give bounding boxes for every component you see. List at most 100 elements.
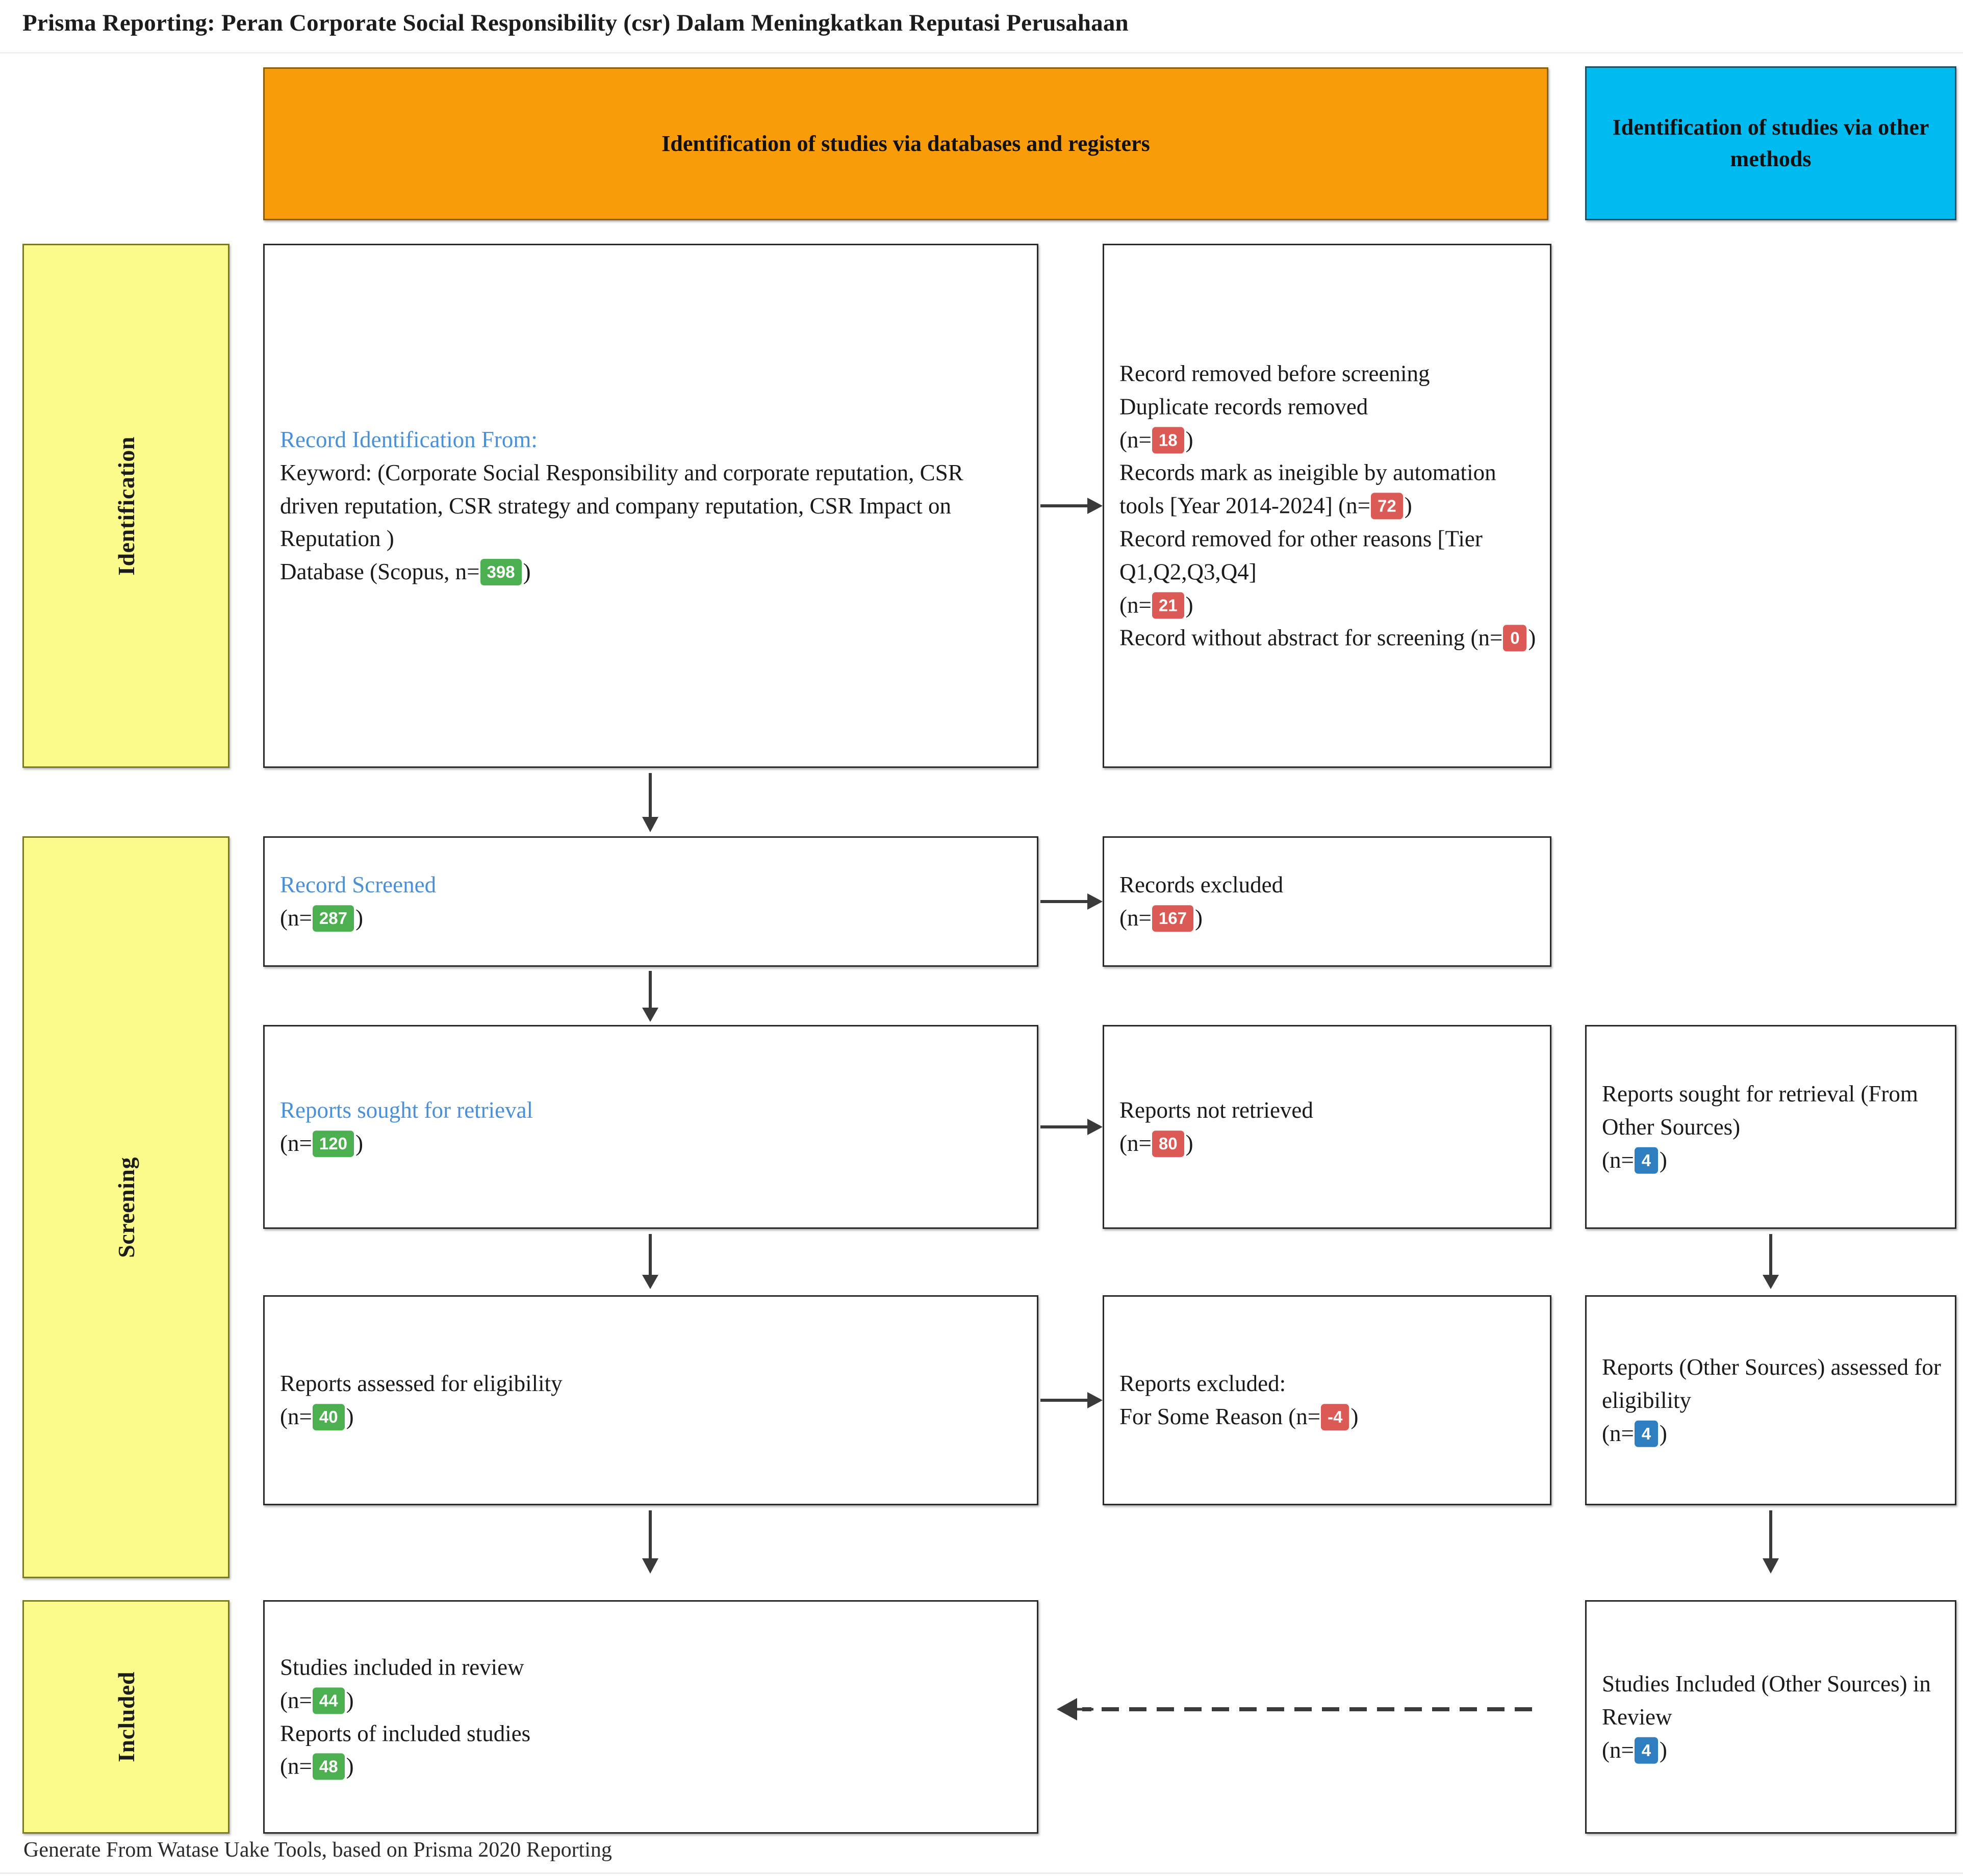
arrow-sought-to-eligibility [640,1234,660,1289]
box-reports-excluded: Reports excluded: For Some Reason (n=-4) [1103,1295,1551,1505]
removed-other-reasons-close: ) [1185,592,1193,618]
box-reports-eligibility-content: Reports assessed for eligibility (n=40) [280,1367,1024,1433]
badge-reports-excluded-count: -4 [1321,1404,1349,1430]
badge-other-included-count: 4 [1634,1737,1658,1764]
reports-eligibility-n-prefix: (n= [280,1404,312,1429]
title-divider [0,52,1963,54]
other-included-label: Studies Included (Other Sources) in Revi… [1602,1671,1931,1730]
banner-other-methods: Identification of studies via other meth… [1585,66,1956,220]
record-screened-n-prefix: (n= [280,905,312,931]
badge-reports-not-retrieved-count: 80 [1152,1130,1184,1157]
reports-excluded-label: Reports excluded: [1119,1371,1286,1397]
other-sought-label: Reports sought for retrieval (From Other… [1602,1081,1918,1140]
stage-identification-text: Identification [113,436,139,576]
box-reports-not-retrieved: Reports not retrieved (n=80) [1103,1025,1551,1229]
badge-studies-included-count: 44 [312,1687,345,1714]
box-other-sources-assessed-for-eligibility: Reports (Other Sources) assessed for eli… [1585,1295,1956,1505]
box-record-screened-content: Record Screened (n=287) [280,868,1024,935]
record-screened-close: ) [355,905,363,931]
record-identification-keywords: Keyword: (Corporate Social Responsibilit… [280,459,963,552]
footer-divider [0,1872,1963,1874]
box-record-screened: Record Screened (n=287) [263,836,1038,967]
record-screened-heading: Record Screened [280,872,437,898]
records-excluded-label: Records excluded [1119,872,1284,898]
records-excluded-n-prefix: (n= [1119,905,1152,931]
box-records-excluded: Records excluded (n=167) [1103,836,1551,967]
banner-other-label: Identification of studies via other meth… [1612,114,1929,171]
stage-label-identification: Identification [22,244,230,768]
arrow-eligibility-to-reports-excluded [1040,1390,1103,1410]
arrow-eligibility-to-included [640,1510,660,1574]
reports-excluded-reason-prefix: For Some Reason (n= [1119,1404,1321,1429]
badge-no-abstract-count: 0 [1503,625,1527,652]
badge-ineligible-count: 72 [1371,493,1403,520]
reports-of-included-label: Reports of included studies [280,1720,531,1746]
removed-ineligible-label: Records mark as ineigible by automation … [1119,459,1496,519]
arrow-sought-to-not-retrieved [1040,1117,1103,1137]
removed-duplicate-n-prefix: (n= [1119,427,1152,453]
removed-no-abstract-close: ) [1528,625,1536,651]
box-studies-included-in-review: Studies included in review (n=44) Report… [263,1600,1038,1834]
badge-other-eligibility-count: 4 [1634,1420,1658,1447]
box-record-identification-content: Record Identification From: Keyword: (Co… [280,423,1024,588]
reports-sought-heading: Reports sought for retrieval [280,1097,533,1123]
reports-sought-n-prefix: (n= [280,1130,312,1156]
other-eligibility-label: Reports (Other Sources) assessed for eli… [1602,1354,1941,1413]
badge-reports-sought-count: 120 [312,1130,354,1157]
arrow-other-sought-to-other-eligibility [1761,1234,1781,1289]
reports-excluded-close: ) [1350,1404,1359,1429]
removed-ineligible-close: ) [1404,493,1412,519]
box-reports-not-retrieved-content: Reports not retrieved (n=80) [1119,1094,1537,1160]
badge-reports-eligibility-count: 40 [312,1404,345,1430]
box-other-eligibility-content: Reports (Other Sources) assessed for eli… [1602,1351,1942,1450]
other-included-close: ) [1659,1737,1667,1763]
reports-not-retrieved-close: ) [1185,1130,1193,1156]
box-other-sources-reports-sought: Reports sought for retrieval (From Other… [1585,1025,1956,1229]
badge-records-excluded-count: 167 [1152,905,1193,932]
arrow-screened-to-excluded [1040,891,1103,912]
stage-label-included: Included [22,1600,230,1834]
box-reports-assessed-for-eligibility: Reports assessed for eligibility (n=40) [263,1295,1038,1505]
reports-eligibility-label: Reports assessed for eligibility [280,1371,563,1397]
box-records-removed-content: Record removed before screening Duplicat… [1119,357,1537,654]
other-eligibility-close: ) [1659,1420,1667,1446]
arrow-identification-to-removed [1040,496,1103,516]
box-reports-sought-content: Reports sought for retrieval (n=120) [280,1094,1024,1160]
other-eligibility-n-prefix: (n= [1602,1420,1634,1446]
arrow-identification-to-screened [640,773,660,832]
badge-reports-of-included-count: 48 [312,1753,345,1780]
other-sought-n-prefix: (n= [1602,1147,1634,1173]
removed-other-reasons-label: Record removed for other reasons [Tier Q… [1119,526,1483,585]
banner-databases-and-registers: Identification of studies via databases … [263,67,1548,220]
arrow-other-included-to-studies-included [1053,1694,1532,1725]
removed-duplicate-close: ) [1185,427,1193,453]
banner-databases-label: Identification of studies via databases … [661,131,1150,156]
reports-not-retrieved-label: Reports not retrieved [1119,1097,1313,1123]
box-other-included-content: Studies Included (Other Sources) in Revi… [1602,1667,1942,1766]
removed-line1: Record removed before screening [1119,361,1430,387]
records-excluded-close: ) [1194,905,1203,931]
studies-included-label: Studies included in review [280,1654,524,1680]
record-identification-heading: Record Identification From: [280,427,538,453]
box-other-sources-studies-included: Studies Included (Other Sources) in Revi… [1585,1600,1956,1834]
reports-of-included-n-prefix: (n= [280,1753,312,1779]
reports-sought-close: ) [355,1130,363,1156]
page-title: Prisma Reporting: Peran Corporate Social… [22,10,1129,36]
removed-no-abstract-label: Record without abstract for screening (n… [1119,625,1503,651]
box-studies-included-content: Studies included in review (n=44) Report… [280,1651,1024,1783]
record-identification-close-paren: ) [523,559,531,585]
record-identification-database-prefix: Database (Scopus, n= [280,559,480,585]
other-sought-close: ) [1659,1147,1667,1173]
reports-of-included-close: ) [346,1753,354,1779]
box-records-removed-before-screening: Record removed before screening Duplicat… [1103,244,1551,768]
badge-other-sought-count: 4 [1634,1147,1658,1174]
stage-label-screening: Screening [22,836,230,1578]
box-reports-excluded-content: Reports excluded: For Some Reason (n=-4) [1119,1367,1537,1433]
box-reports-sought-for-retrieval: Reports sought for retrieval (n=120) [263,1025,1038,1229]
footer-note: Generate From Watase Uake Tools, based o… [23,1838,612,1862]
other-included-n-prefix: (n= [1602,1737,1634,1763]
studies-included-n-prefix: (n= [280,1687,312,1713]
badge-record-screened-count: 287 [312,905,354,932]
arrow-other-eligibility-to-other-included [1761,1510,1781,1574]
badge-other-reasons-count: 21 [1152,592,1184,619]
